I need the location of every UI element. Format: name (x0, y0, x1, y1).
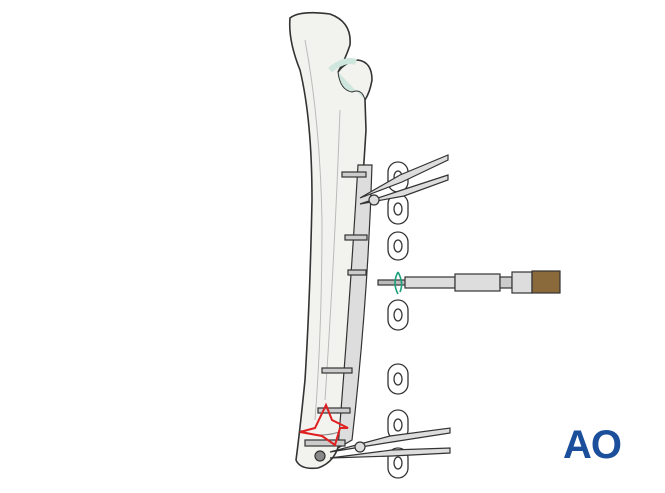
forceps-icon (359, 154, 449, 206)
bone-illustration (288, 11, 373, 470)
screws (304, 171, 368, 447)
plate-holes-column (387, 161, 409, 479)
forceps-icon (314, 427, 451, 462)
ao-logo: AO (563, 423, 622, 467)
fracture-line (299, 402, 349, 447)
rotation-arrow-icon (394, 271, 403, 295)
screwdriver-icon (377, 270, 561, 294)
